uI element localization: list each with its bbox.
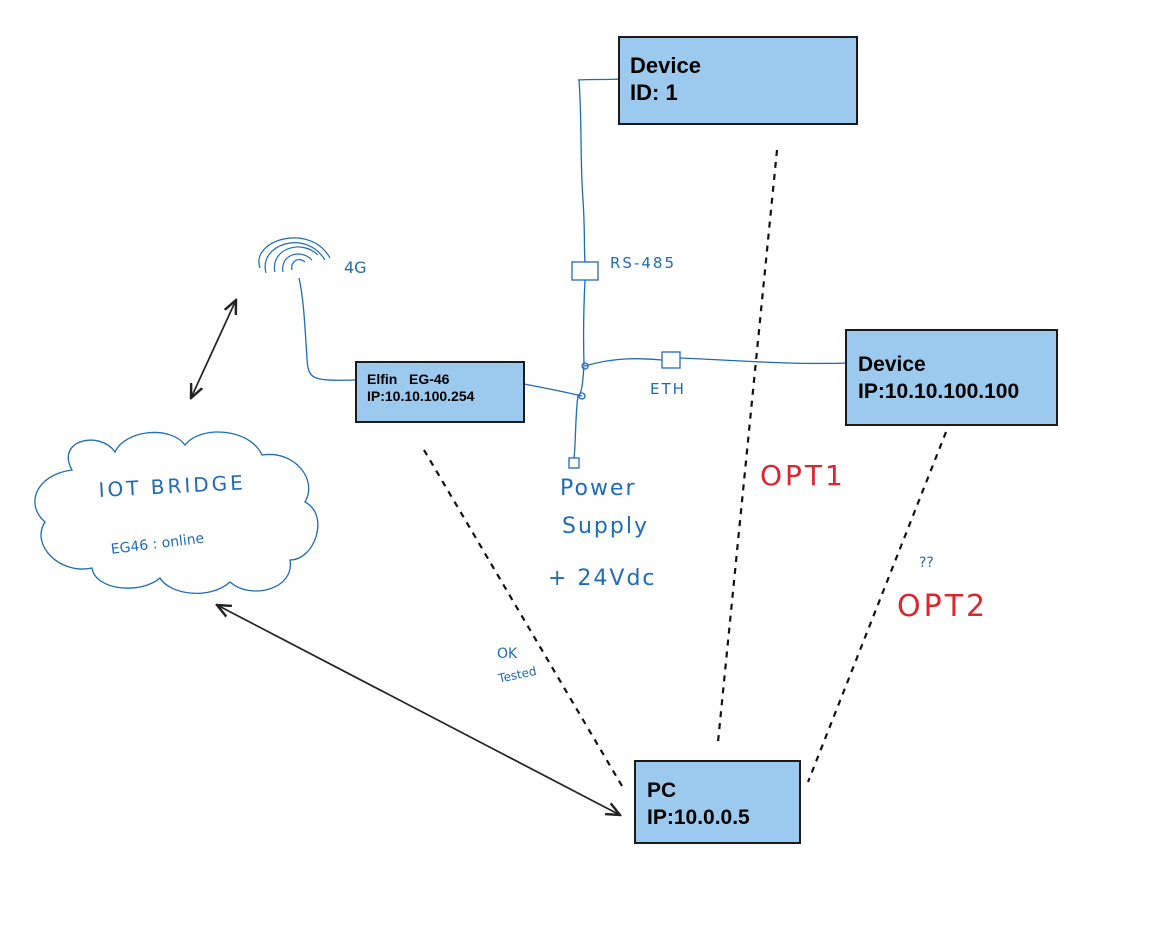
dashed-links [423,149,948,787]
elfin-to-bus-wire [523,383,583,397]
rs485-label: RS-485 [610,254,676,272]
cloud-antenna-arrow [191,300,236,398]
device-id-box[interactable]: Device ID: 1 [618,36,858,125]
opt1-label: OPT1 [760,459,846,492]
antenna-wire [298,277,357,381]
opt2-link [806,431,948,783]
antenna-label: 4G [344,258,367,277]
cloud-icon [34,431,319,594]
rs485-connector [571,261,599,281]
pc-ip: IP:10.0.0.5 [647,806,750,829]
opt1-link [716,149,779,743]
eth-wire [584,357,848,367]
arrow-icon [191,300,620,815]
blue-wiring [298,78,848,459]
eth-connector [661,351,681,369]
pc-box[interactable]: PC IP:10.0.0.5 [634,760,801,844]
question-label: ?? [919,555,934,571]
device-id-title: Device [630,53,701,78]
power-label-line3: + 24Vdc [548,566,657,591]
ok-label: OK [497,646,518,662]
power-connector [568,457,580,469]
connector-icon [568,261,681,469]
opt2-label: OPT2 [897,589,989,624]
rs485-bus-wire [573,78,621,459]
power-label-line1: Power [560,476,637,501]
elfin-ip: IP:10.10.100.254 [367,388,475,404]
elfin-gateway-box[interactable]: Elfin EG-46 IP:10.10.100.254 [355,361,525,423]
device-id-value: ID: 1 [630,80,678,105]
cloud-pc-arrow [217,605,620,815]
device-ip-value: IP:10.10.100.100 [858,380,1020,403]
elfin-title: Elfin EG-46 [367,371,450,387]
device-ip-title: Device [858,353,926,376]
antenna-icon [258,237,331,274]
power-label-line2: Supply [562,514,649,539]
eth-label: ETH [650,380,686,398]
device-ip-box[interactable]: Device IP:10.10.100.100 [845,329,1058,426]
pc-title: PC [647,779,677,802]
